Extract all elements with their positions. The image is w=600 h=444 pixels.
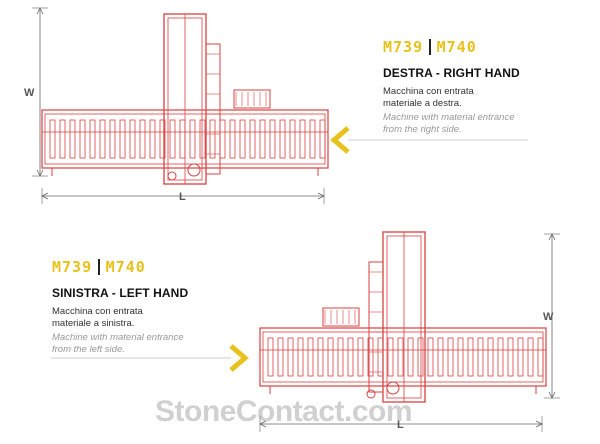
- machine-right-hand: [41, 13, 329, 185]
- desc-en-line: Machine with material entrance: [52, 332, 184, 343]
- model-m739: M739: [383, 38, 424, 56]
- right-hand-label: M739 M740 DESTRA - RIGHT HAND Macchina c…: [383, 38, 520, 136]
- watermark: StoneContact.com: [155, 395, 413, 428]
- desc-it-line: Macchina con entrata: [383, 86, 474, 97]
- right-hand-desc-it: Macchina con entrata materiale a destra.: [383, 86, 520, 110]
- desc-it-line: materiale a sinistra.: [52, 318, 135, 329]
- desc-en-line: from the left side.: [52, 344, 125, 355]
- right-hand-title: DESTRA - RIGHT HAND: [383, 66, 520, 80]
- right-hand-model: M739 M740: [383, 38, 520, 56]
- material-entry-arrow-right: [330, 126, 528, 154]
- desc-en-line: from the right side.: [383, 124, 462, 135]
- left-hand-label: M739 M740 SINISTRA - LEFT HAND Macchina …: [52, 258, 188, 356]
- material-entry-arrow-left: [51, 344, 249, 372]
- dim-w-right: W: [24, 7, 48, 177]
- left-hand-desc-en: Machine with material entrance from the …: [52, 332, 188, 356]
- left-hand-title: SINISTRA - LEFT HAND: [52, 286, 189, 300]
- model-m740: M740: [105, 258, 146, 276]
- left-hand-desc-it: Macchina con entrata materiale a sinistr…: [52, 306, 188, 330]
- desc-en-line: Machine with material entrance: [383, 112, 515, 123]
- model-m739: M739: [52, 258, 93, 276]
- desc-it-line: materiale a destra.: [383, 98, 462, 109]
- dim-w-left: W: [543, 233, 560, 399]
- right-hand-desc-en: Machine with material entrance from the …: [383, 112, 520, 136]
- model-separator: [429, 39, 431, 55]
- left-hand-model: M739 M740: [52, 258, 188, 276]
- model-m740: M740: [436, 38, 477, 56]
- dim-l-right: L: [41, 188, 325, 204]
- desc-it-line: Macchina con entrata: [52, 306, 143, 317]
- dim-l-label: L: [397, 419, 404, 431]
- dim-l-label: L: [179, 191, 186, 203]
- machine-left-hand: [259, 231, 547, 403]
- dim-l-left: L: [259, 416, 543, 432]
- dim-w-label: W: [24, 87, 35, 99]
- dim-w-label: W: [543, 311, 554, 323]
- model-separator: [98, 259, 100, 275]
